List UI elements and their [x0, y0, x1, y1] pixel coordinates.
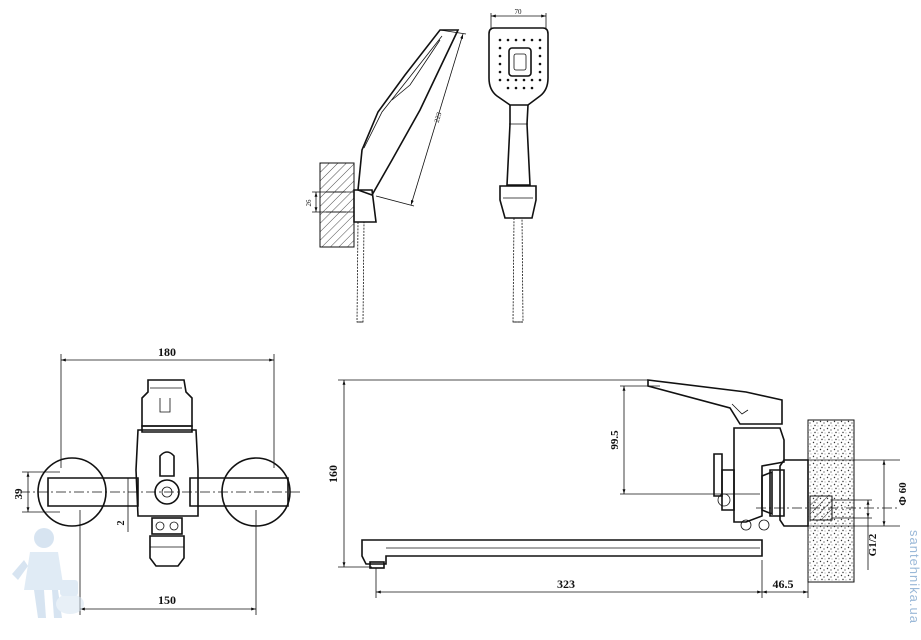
holder-front [499, 185, 537, 219]
shower-head-side [357, 29, 460, 196]
handshower-front-view: 70 [488, 8, 549, 323]
dim-thread-size: G1/2 [867, 533, 879, 556]
hose-front [512, 217, 524, 323]
dim-offset-small: 2 [116, 521, 127, 526]
dim-handshower-width: 70 [515, 8, 523, 16]
dim-mount-spacing: 150 [158, 593, 176, 607]
dim-overall-height: 160 [326, 465, 340, 483]
lever-side [647, 379, 783, 425]
lever-front [141, 379, 193, 427]
dim-escutcheon-diameter: Ф 60 [897, 482, 909, 506]
mixer-front-view: 180 39 2 [13, 345, 300, 615]
hose-side [356, 221, 365, 323]
mixer-body-side [733, 427, 785, 523]
dim-spout-reach: 323 [557, 577, 575, 591]
handle-front [506, 104, 531, 186]
nozzle-grid [498, 38, 542, 90]
dim-spout-height: 99.5 [609, 430, 621, 450]
holder-side [353, 189, 377, 223]
center-button [508, 47, 532, 77]
watermark-site: santehnika.ua [907, 530, 921, 624]
mixer-side-view: 160 99.5 323 46.5 Ф 60 G1/2 [326, 379, 909, 598]
dim-height-left: 39 [13, 488, 25, 500]
dim-overall-width: 180 [158, 345, 176, 359]
mixer-body-front [135, 429, 199, 517]
handshower-side-view: 223 26 [305, 29, 467, 323]
dim-wall-offset: 46.5 [773, 577, 794, 591]
spout-side [361, 539, 763, 565]
plumber-mascot-logo [12, 528, 84, 618]
dim-handshower-length: 223 [433, 111, 444, 124]
wall-block-hatched [319, 162, 355, 248]
outlet-nut-front [149, 535, 185, 567]
dim-holder-height: 26 [305, 199, 313, 207]
